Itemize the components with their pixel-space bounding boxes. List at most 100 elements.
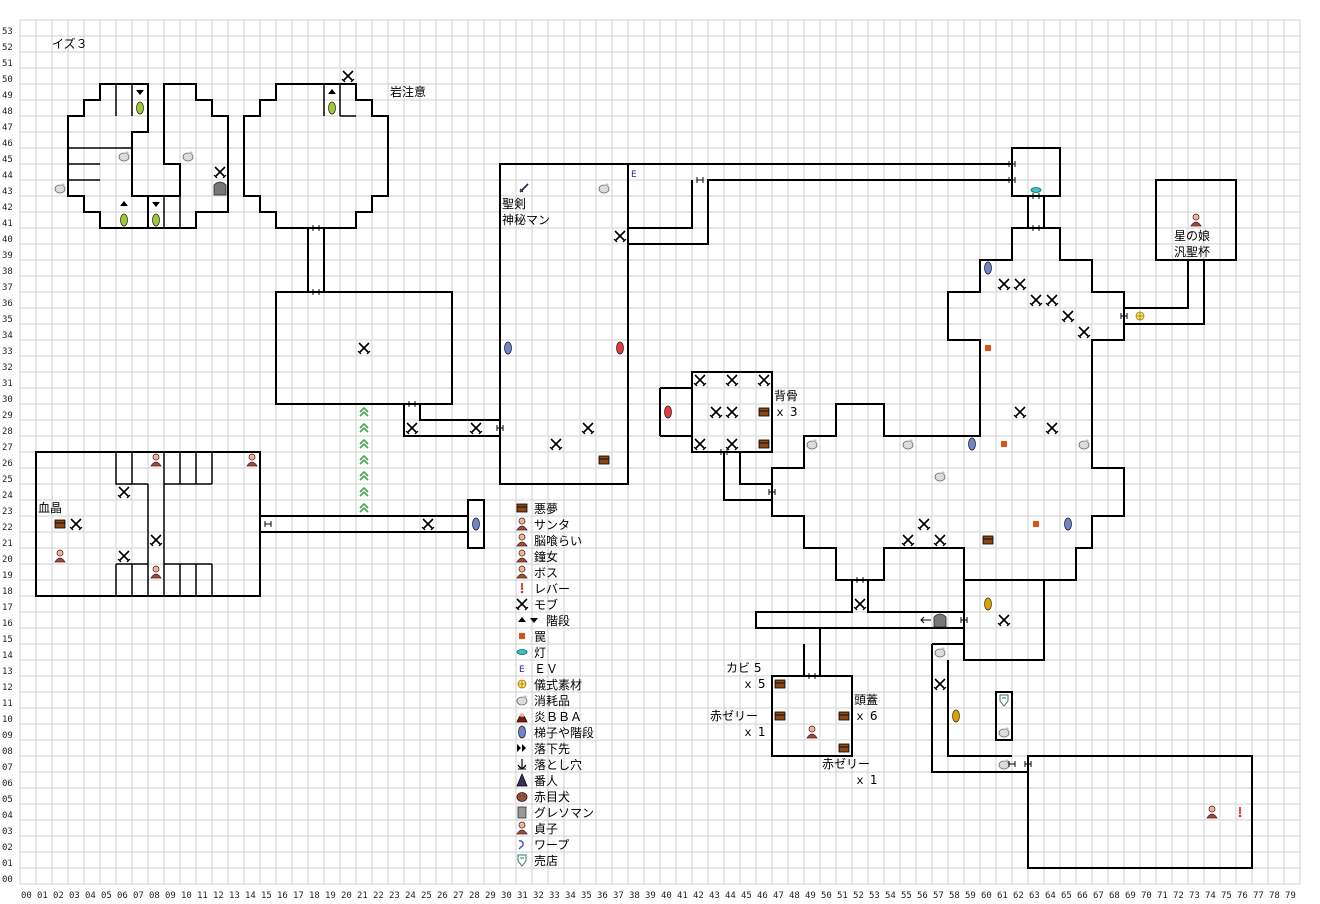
legend-item: 番人 [516,772,558,788]
mob-icon [933,534,947,547]
mob-icon [117,486,131,499]
note-mystery-man: 神秘マン [502,213,550,227]
door-icon [808,673,816,679]
gray-man-icon [517,806,527,819]
chest-icon [758,439,770,449]
mob-icon [613,230,627,243]
door-icon [856,577,864,583]
stairs-green-icon [359,454,369,465]
legend-label: モブ [534,597,558,612]
mob-icon [725,406,739,419]
x-tick-label: 62 [1013,891,1024,901]
y-tick-label: 19 [2,571,13,581]
y-tick-label: 34 [2,331,13,341]
person-icon [150,565,162,579]
chest-icon [838,711,850,721]
stairs-green-icon [359,502,369,513]
stairs-icon [518,617,526,622]
y-tick-label: 44 [2,171,13,181]
x-tick-label: 74 [1205,891,1216,901]
y-tick-label: 08 [2,747,13,757]
y-tick-label: 27 [2,443,13,453]
x-tick-label: 52 [853,891,864,901]
legend-label: 赤目犬 [534,790,570,804]
legend-label: 落とし穴 [534,757,582,772]
x-tick-label: 58 [949,891,960,901]
x-tick-label: 40 [661,891,672,901]
boss-icon [516,565,528,579]
room-southeast [1027,755,1253,869]
ladder-icon [518,725,526,739]
legend-item: 鐘女 [516,549,558,564]
x-tick-label: 16 [277,891,288,901]
legend-item: 消耗品 [516,694,570,708]
x-tick-label: 77 [1253,891,1264,901]
y-tick-label: 14 [2,651,13,661]
mob-icon [149,534,163,547]
x-tick-label: 44 [725,891,736,901]
y-tick-label: 15 [2,635,13,645]
watchman-icon [516,772,528,787]
x-tick-label: 23 [389,891,400,901]
legend-item: 売店 [517,853,558,868]
chest-icon [774,679,786,689]
legend-label: レバー [534,582,570,596]
y-tick-label: 05 [2,795,13,805]
x-tick-label: 59 [965,891,976,901]
room-west-large [275,291,453,405]
legend-label: 階段 [546,613,570,628]
consumable-icon [998,727,1010,738]
door-icon [1008,161,1016,167]
y-tick-label: 45 [2,155,13,165]
person-icon [246,453,258,467]
consumable-icon [182,151,194,162]
mob-icon [693,438,707,451]
mob-icon [469,422,483,435]
legend-item: 落下先 [517,742,570,756]
map-walls [35,83,1253,869]
y-tick-label: 40 [2,235,13,245]
ev-icon: E [519,665,525,675]
mob-icon [581,422,595,435]
x-tick-label: 39 [645,891,656,901]
x-tick-label: 01 [37,891,48,901]
y-tick-label: 51 [2,59,13,69]
mob-icon [213,166,227,179]
green-gem-icon [328,101,336,115]
mob-icon [917,518,931,531]
legend-item: サンタ [516,517,570,532]
y-tick-label: 26 [2,459,13,469]
x-tick-label: 30 [501,891,512,901]
stairs-down-icon [530,618,538,623]
ladder-blue-icon [968,437,976,451]
y-tick-label: 47 [2,123,13,133]
x-tick-label: 70 [1141,891,1152,901]
pitfall-icon [517,759,527,770]
x-tick-label: 75 [1221,891,1232,901]
mob-icon [853,598,867,611]
sword-icon [519,183,529,193]
x-tick-label: 06 [117,891,128,901]
note-mold-count: ｘ 5 [742,677,765,691]
x-tick-label: 37 [613,891,624,901]
note-red-jelly-2: 赤ゼリー [822,757,870,771]
green-gem-icon [120,213,128,227]
chest-icon [982,535,994,545]
x-tick-label: 08 [149,891,160,901]
y-tick-label: 33 [2,347,13,357]
santa-icon [516,517,528,531]
x-tick-label: 35 [581,891,592,901]
door-icon [312,225,320,231]
mob-icon [1061,310,1075,323]
mob-icon [1077,326,1091,339]
x-tick-label: 28 [469,891,480,901]
x-tick-label: 63 [1029,891,1040,901]
x-tick-label: 22 [373,891,384,901]
y-tick-label: 38 [2,267,13,277]
x-tick-label: 41 [677,891,688,901]
y-tick-label: 29 [2,411,13,421]
x-tick-label: 15 [261,891,272,901]
chest-icon [774,711,786,721]
